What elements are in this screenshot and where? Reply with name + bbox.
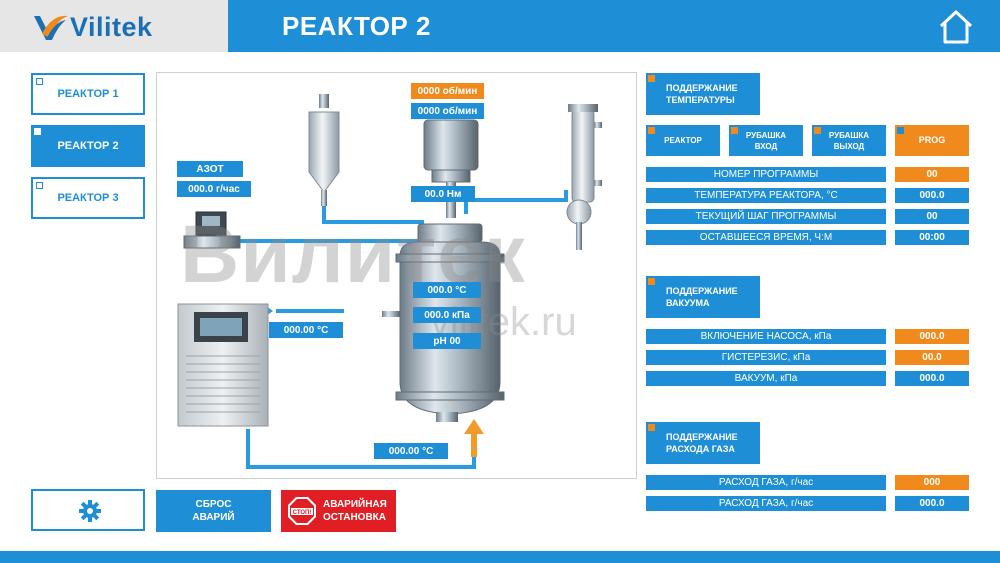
gas-flow-setpoint-label: РАСХОД ГАЗА, г/час [646,475,886,490]
mode-label: РЕАКТОР [664,136,702,145]
pump-on-label: ВКЛЮЧЕНИЕ НАСОСА, кПа [646,329,886,344]
nav-indicator [34,128,41,135]
remaining-time-value: 00:00 [895,230,969,245]
temperature-header-line2: ТЕМПЕРАТУРЫ [666,95,735,105]
vacuum-header-line2: ВАКУУМА [666,298,710,308]
home-button[interactable] [936,8,976,46]
right-condenser [566,104,602,250]
mode-reactor-button[interactable]: РЕАКТОР [646,125,720,156]
torque-value: 00.0 Нм [411,186,475,202]
reset-alarms-button[interactable]: СБРОС АВАРИЙ [156,490,271,532]
gas-flow-actual-label: РАСХОД ГАЗА, г/час [646,496,886,511]
reactor-temperature-readout: 000.0 [895,188,969,203]
left-condenser [308,94,340,206]
gas-flow-setpoint-value[interactable]: 000 [895,475,969,490]
thermostat-return-temperature: 000.00 °C [374,443,448,459]
mode-label: РУБАШКА [828,130,870,140]
nitrogen-label: АЗОТ [177,161,243,177]
nav-label: РЕАКТОР 1 [57,88,119,100]
program-step-value: 00 [895,209,969,224]
gas-flow-controller [183,211,241,249]
vacuum-control-header[interactable]: ПОДДЕРЖАНИЕ ВАКУУМА [646,276,760,318]
emergency-stop-button[interactable]: СТОП! АВАРИЙНАЯ ОСТАНОВКА [281,490,396,532]
section-indicator [648,424,655,431]
vacuum-header-line1: ПОДДЕРЖАНИЕ [666,286,738,296]
gas-header-line2: РАСХОДА ГАЗА [666,444,735,454]
remaining-time-label: ОСТАВШЕЕСЯ ВРЕМЯ, Ч:М [646,230,886,245]
stirrer-speed-value: 0000 об/мин [411,103,484,119]
reset-label-line1: СБРОС [195,499,232,510]
nav-reactor-1[interactable]: РЕАКТОР 1 [31,73,145,115]
mode-label: РУБАШКА [745,130,787,140]
mode-label-sub: ВХОД [754,141,778,151]
reactor-ph-value: pH 00 [413,333,481,349]
stop-hand-icon: СТОП! [288,497,316,525]
reactor-temperature-value: 000.0 °C [413,282,481,298]
logo: Vilitek [0,0,228,52]
stop-sign-text: СТОП! [293,510,312,516]
flow-arrow-return [263,304,344,318]
program-step-label: ТЕКУЩИЙ ШАГ ПРОГРАММЫ [646,209,886,224]
program-number-value[interactable]: 00 [895,167,969,182]
vacuum-value: 000.0 [895,371,969,386]
reactor-temperature-label: ТЕМПЕРАТУРА РЕАКТОРА, °С [646,188,886,203]
thermostat-unit [177,303,269,427]
mode-jacket-in-button[interactable]: РУБАШКА ВХОД [729,125,803,156]
mode-indicator [814,127,821,134]
gas-flow-control-header[interactable]: ПОДДЕРЖАНИЕ РАСХОДА ГАЗА [646,422,760,464]
mode-label-sub: ВЫХОД [833,141,865,151]
mode-program-button[interactable]: PROG [895,125,969,156]
stirrer-setpoint-value[interactable]: 0000 об/мин [411,83,484,99]
nav-indicator [36,182,43,189]
stirrer-motor [423,119,479,218]
nav-reactor-3[interactable]: РЕАКТОР 3 [31,177,145,219]
page-title: РЕАКТОР 2 [282,11,431,41]
reset-label-line2: АВАРИЙ [192,512,235,523]
mode-jacket-out-button[interactable]: РУБАШКА ВЫХОД [812,125,886,156]
hysteresis-label: ГИСТЕРЕЗИС, кПа [646,350,886,365]
nitrogen-flow-value: 000.0 г/час [177,181,251,197]
nav-label: РЕАКТОР 2 [57,140,119,152]
pump-on-value[interactable]: 000.0 [895,329,969,344]
logo-mark-icon [34,15,68,40]
gas-flow-actual-value: 000.0 [895,496,969,511]
mode-indicator [897,127,904,134]
nav-label: РЕАКТОР 3 [57,192,119,204]
flow-arrow-inlet [464,419,484,457]
gear-icon [79,500,101,522]
estop-label-line2: ОСТАНОВКА [323,512,386,523]
process-diagram [156,72,637,479]
settings-button[interactable] [31,489,145,531]
nav-reactor-2[interactable]: РЕАКТОР 2 [31,125,145,167]
home-icon [939,10,973,44]
hysteresis-value[interactable]: 00.0 [895,350,969,365]
nav-indicator [36,78,43,85]
section-indicator [648,75,655,82]
bottom-bar [0,551,1000,563]
mode-indicator [648,127,655,134]
program-number-label: НОМЕР ПРОГРАММЫ [646,167,886,182]
temperature-header-line1: ПОДДЕРЖАНИЕ [666,83,738,93]
mode-label: PROG [918,135,946,145]
section-indicator [648,278,655,285]
mode-indicator [731,127,738,134]
vacuum-label: ВАКУУМ, кПа [646,371,886,386]
thermostat-out-temperature: 000.00 °C [269,322,343,338]
logo-text: Vilitek [70,12,153,42]
reactor-pressure-value: 000.0 кПа [413,307,481,323]
gas-header-line1: ПОДДЕРЖАНИЕ [666,432,738,442]
temperature-control-header[interactable]: ПОДДЕРЖАНИЕ ТЕМПЕРАТУРЫ [646,73,760,115]
estop-label-line1: АВАРИЙНАЯ [323,499,387,510]
